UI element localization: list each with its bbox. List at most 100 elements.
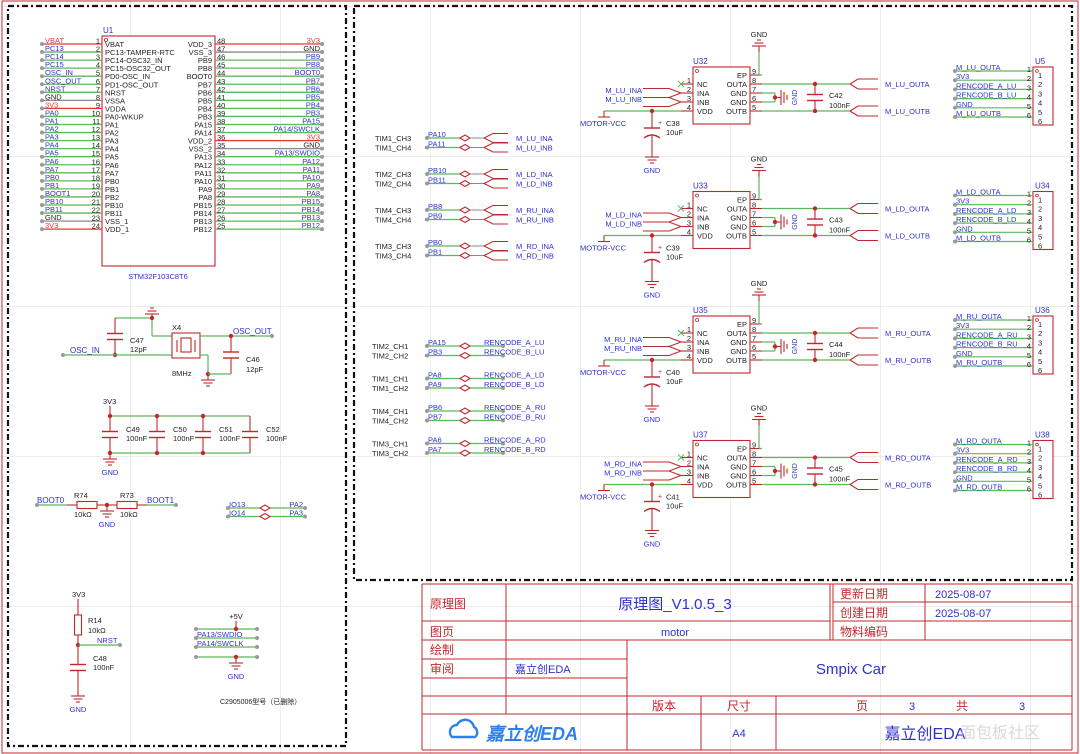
net-terminal[interactable]: [320, 74, 324, 79]
net-terminal[interactable]: [40, 138, 44, 143]
mcu-body[interactable]: [101, 35, 216, 267]
net-terminal[interactable]: [953, 336, 957, 341]
net-terminal[interactable]: [40, 82, 44, 87]
net-terminal[interactable]: [953, 451, 957, 456]
net-terminal[interactable]: [40, 211, 44, 216]
net-terminal[interactable]: [320, 114, 324, 119]
no-connect-mark[interactable]: [677, 80, 685, 88]
net-terminal[interactable]: [320, 98, 324, 103]
net-terminal[interactable]: [953, 239, 957, 244]
net-terminal[interactable]: [40, 98, 44, 103]
net-terminal[interactable]: [303, 506, 307, 510]
net-terminal[interactable]: [194, 627, 198, 631]
net-terminal[interactable]: [40, 186, 44, 191]
net-terminal[interactable]: [953, 442, 957, 447]
net-terminal[interactable]: [40, 170, 44, 175]
net-terminal[interactable]: [425, 451, 429, 455]
net-terminal[interactable]: [953, 78, 957, 83]
net-terminal[interactable]: [953, 96, 957, 101]
net-terminal[interactable]: [501, 344, 505, 348]
net-terminal[interactable]: [320, 58, 324, 63]
net-terminal[interactable]: [194, 655, 198, 659]
net-terminal[interactable]: [953, 488, 957, 493]
net-terminal[interactable]: [425, 145, 429, 150]
net-terminal[interactable]: [40, 194, 44, 199]
net-terminal[interactable]: [320, 50, 324, 55]
no-connect-mark[interactable]: [677, 329, 685, 337]
net-terminal[interactable]: [953, 354, 957, 359]
net-terminal[interactable]: [425, 181, 429, 186]
crystal[interactable]: [171, 332, 201, 359]
motor-driver-ic[interactable]: [692, 66, 751, 125]
net-terminal[interactable]: [953, 211, 957, 216]
net-terminal[interactable]: [953, 115, 957, 119]
net-terminal[interactable]: [320, 122, 324, 127]
net-terminal[interactable]: [40, 42, 44, 46]
net-terminal[interactable]: [40, 58, 44, 63]
net-terminal[interactable]: [40, 146, 44, 151]
net-terminal[interactable]: [194, 645, 198, 649]
net-terminal[interactable]: [270, 334, 274, 338]
net-terminal[interactable]: [226, 514, 230, 519]
motor-driver-ic[interactable]: [692, 190, 751, 250]
net-terminal[interactable]: [501, 386, 505, 390]
net-terminal[interactable]: [40, 162, 44, 167]
net-terminal[interactable]: [425, 418, 429, 423]
net-terminal[interactable]: [255, 655, 259, 659]
net-terminal[interactable]: [425, 386, 429, 390]
net-terminal[interactable]: [501, 418, 505, 423]
net-terminal[interactable]: [40, 90, 44, 95]
motor-connector[interactable]: [1032, 190, 1054, 251]
motor-driver-ic[interactable]: [692, 315, 751, 374]
net-terminal[interactable]: [320, 170, 324, 175]
no-connect-mark[interactable]: [677, 454, 685, 461]
net-terminal[interactable]: [953, 364, 957, 368]
net-terminal[interactable]: [953, 345, 957, 350]
net-terminal[interactable]: [425, 253, 429, 258]
net-terminal[interactable]: [40, 66, 44, 71]
net-terminal[interactable]: [425, 217, 429, 222]
net-terminal[interactable]: [320, 66, 324, 71]
net-terminal[interactable]: [320, 146, 324, 151]
net-terminal[interactable]: [320, 42, 324, 46]
net-terminal[interactable]: [118, 643, 122, 647]
net-terminal[interactable]: [320, 186, 324, 191]
net-terminal[interactable]: [320, 219, 324, 224]
net-terminal[interactable]: [35, 503, 39, 507]
net-terminal[interactable]: [40, 74, 44, 79]
no-connect-mark[interactable]: [677, 205, 685, 212]
net-terminal[interactable]: [255, 636, 259, 640]
net-terminal[interactable]: [320, 138, 324, 143]
net-terminal[interactable]: [61, 353, 65, 357]
net-terminal[interactable]: [320, 154, 324, 159]
net-terminal[interactable]: [320, 106, 324, 111]
net-terminal[interactable]: [425, 376, 429, 381]
net-terminal[interactable]: [320, 211, 324, 216]
net-terminal[interactable]: [953, 105, 957, 110]
net-terminal[interactable]: [501, 376, 505, 381]
net-terminal[interactable]: [320, 227, 324, 232]
net-terminal[interactable]: [40, 106, 44, 111]
net-terminal[interactable]: [320, 194, 324, 199]
motor-driver-ic[interactable]: [692, 439, 751, 499]
net-terminal[interactable]: [40, 50, 44, 55]
net-terminal[interactable]: [425, 353, 429, 358]
net-terminal[interactable]: [953, 87, 957, 92]
net-terminal[interactable]: [953, 470, 957, 475]
net-terminal[interactable]: [425, 208, 429, 212]
net-terminal[interactable]: [425, 409, 429, 413]
net-terminal[interactable]: [194, 636, 198, 640]
net-terminal[interactable]: [501, 451, 505, 455]
net-terminal[interactable]: [425, 244, 429, 248]
net-terminal[interactable]: [174, 503, 178, 507]
net-terminal[interactable]: [40, 130, 44, 135]
net-terminal[interactable]: [320, 162, 324, 167]
motor-connector[interactable]: [1032, 66, 1054, 126]
net-terminal[interactable]: [953, 327, 957, 332]
net-terminal[interactable]: [40, 203, 44, 207]
net-terminal[interactable]: [953, 230, 957, 235]
motor-connector[interactable]: [1032, 439, 1054, 500]
net-terminal[interactable]: [501, 353, 505, 358]
net-terminal[interactable]: [255, 627, 259, 631]
